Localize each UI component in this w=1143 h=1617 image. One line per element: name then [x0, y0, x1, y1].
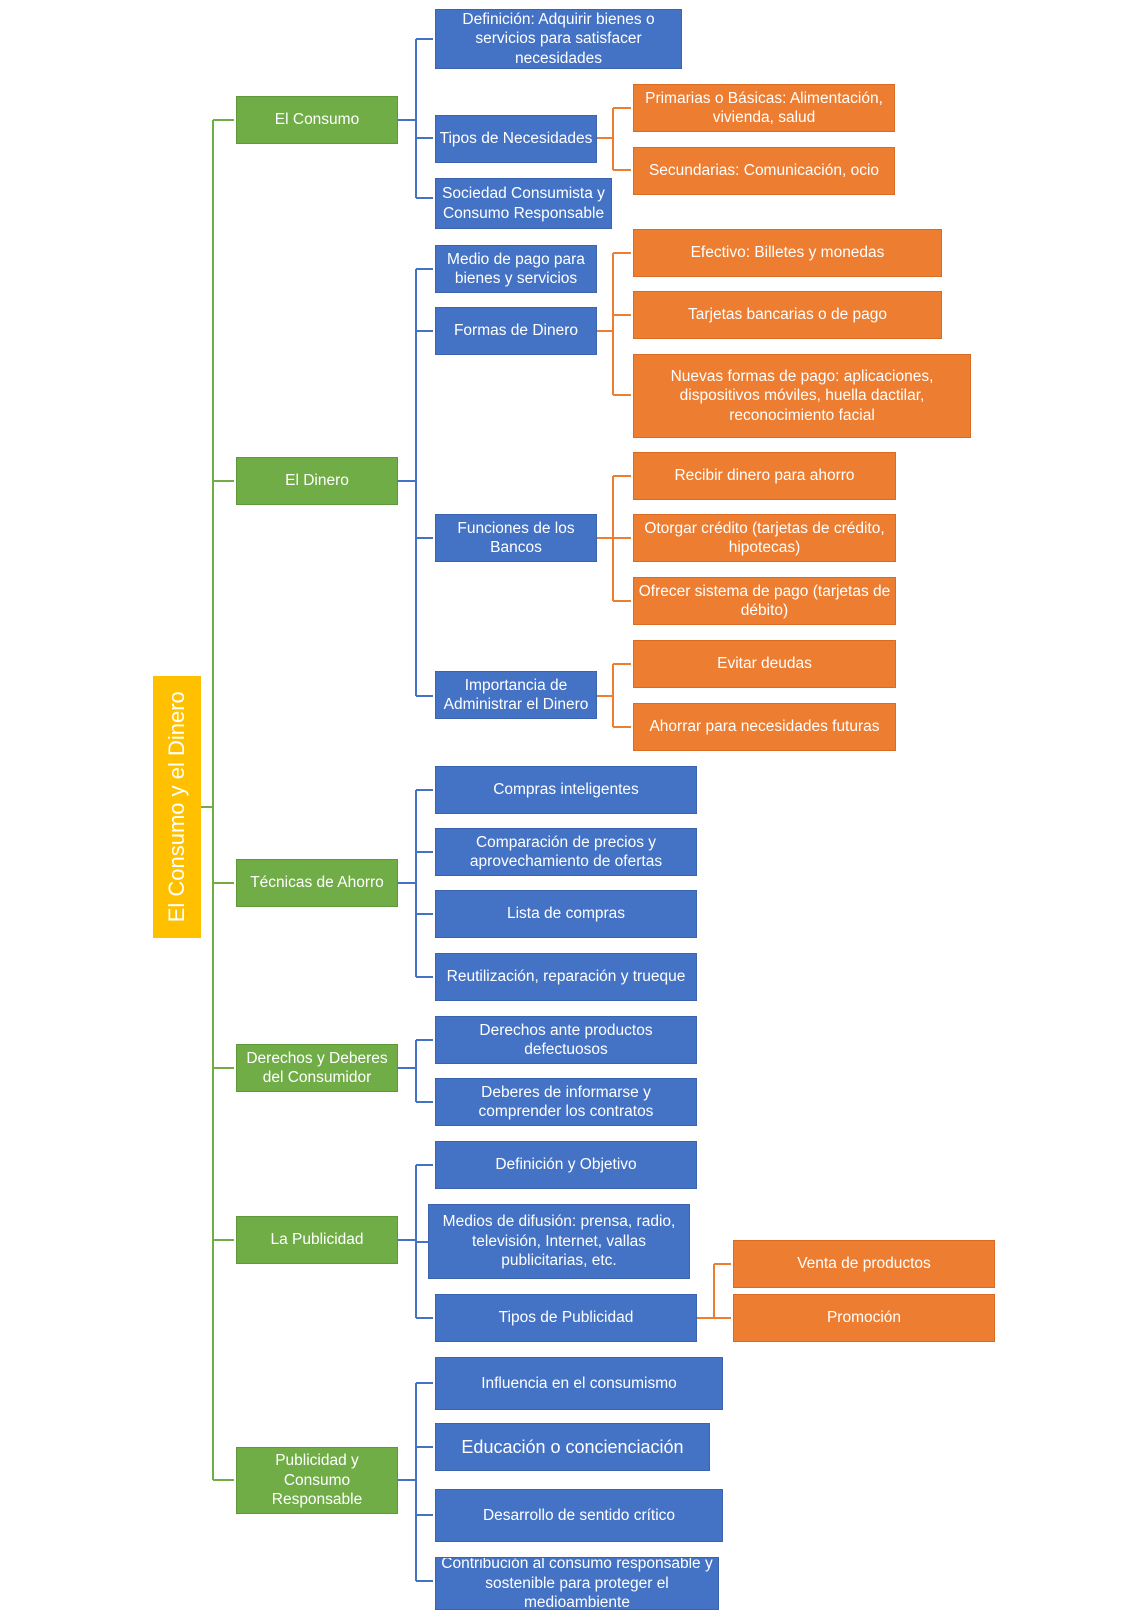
node-compras-inteligentes: Compras inteligentes	[435, 766, 697, 814]
node-venta-productos: Venta de productos	[733, 1240, 995, 1288]
node-evitar-deudas: Evitar deudas	[633, 640, 896, 688]
node-ofrecer-sistema-pago: Ofrecer sistema de pago (tarjetas de déb…	[633, 577, 896, 625]
node-medios-difusion: Medios de difusión: prensa, radio, telev…	[428, 1204, 690, 1279]
node-publicidad-consumo-responsable: Publicidad y Consumo Responsable	[236, 1447, 398, 1514]
node-consumo-definicion: Definición: Adquirir bienes o servicios …	[435, 9, 682, 69]
node-nuevas-formas-pago: Nuevas formas de pago: aplicaciones, dis…	[633, 354, 971, 438]
node-otorgar-credito: Otorgar crédito (tarjetas de crédito, hi…	[633, 514, 896, 562]
node-sociedad-consumista: Sociedad Consumista y Consumo Responsabl…	[435, 178, 612, 229]
node-publicidad-definicion: Definición y Objetivo	[435, 1141, 697, 1189]
node-necesidades-primarias: Primarias o Básicas: Alimentación, vivie…	[633, 84, 895, 132]
node-tarjetas-bancarias: Tarjetas bancarias o de pago	[633, 291, 942, 339]
node-lista-compras: Lista de compras	[435, 890, 697, 938]
root-label: El Consumo y el Dinero	[164, 691, 190, 923]
node-derechos-productos: Derechos ante productos defectuosos	[435, 1016, 697, 1064]
node-ahorrar-necesidades: Ahorrar para necesidades futuras	[633, 703, 896, 751]
node-el-consumo: El Consumo	[236, 96, 398, 144]
node-derechos-deberes: Derechos y Deberes del Consumidor	[236, 1044, 398, 1092]
node-desarrollo-sentido-critico: Desarrollo de sentido crítico	[435, 1489, 723, 1542]
node-tecnicas-ahorro: Técnicas de Ahorro	[236, 859, 398, 907]
node-educacion-concienciacion: Educación o concienciación	[435, 1423, 710, 1471]
node-la-publicidad: La Publicidad	[236, 1216, 398, 1264]
node-tipos-necesidades: Tipos de Necesidades	[435, 115, 597, 163]
root-node: El Consumo y el Dinero	[153, 676, 201, 938]
node-efectivo: Efectivo: Billetes y monedas	[633, 229, 942, 277]
node-promocion: Promoción	[733, 1294, 995, 1342]
node-funciones-bancos: Funciones de los Bancos	[435, 514, 597, 562]
node-tipos-publicidad: Tipos de Publicidad	[435, 1294, 697, 1342]
node-recibir-dinero: Recibir dinero para ahorro	[633, 452, 896, 500]
node-medio-de-pago: Medio de pago para bienes y servicios	[435, 245, 597, 293]
node-influencia-consumismo: Influencia en el consumismo	[435, 1357, 723, 1410]
node-comparacion-precios: Comparación de precios y aprovechamiento…	[435, 828, 697, 876]
node-contribucion-consumo: Contribución al consumo responsable y so…	[435, 1557, 719, 1610]
node-formas-dinero: Formas de Dinero	[435, 307, 597, 355]
node-importancia-administrar: Importancia de Administrar el Dinero	[435, 671, 597, 719]
node-deberes-informarse: Deberes de informarse y comprender los c…	[435, 1078, 697, 1126]
node-el-dinero: El Dinero	[236, 457, 398, 505]
node-necesidades-secundarias: Secundarias: Comunicación, ocio	[633, 147, 895, 195]
node-reutilizacion: Reutilización, reparación y trueque	[435, 953, 697, 1001]
